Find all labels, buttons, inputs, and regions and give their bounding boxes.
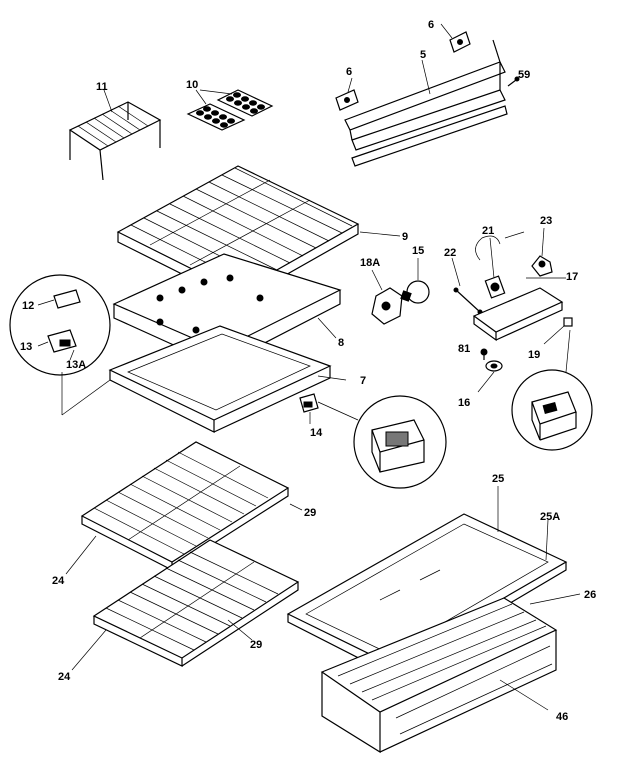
- part-bulb-15: [400, 258, 430, 304]
- callout-13: 13: [20, 341, 32, 353]
- part-rod-22: [451, 257, 483, 315]
- part-egg-trays-10: [186, 89, 274, 131]
- callout-5: 5: [420, 49, 426, 61]
- callout-22: 22: [444, 247, 456, 259]
- part-shelf-29-lower: [71, 539, 300, 671]
- part-trim-5: [344, 39, 508, 167]
- part-clip-19: [543, 317, 573, 345]
- part-housing-17: [472, 277, 566, 342]
- callout-6-mid: 6: [346, 66, 352, 78]
- part-shelf-29-upper: [65, 441, 303, 575]
- part-screw-59: [507, 76, 520, 87]
- part-cover-25: [286, 486, 568, 675]
- callout-14: 14: [310, 427, 323, 439]
- part-bracket-6-upper: [440, 23, 471, 53]
- callout-18A: 18A: [360, 257, 380, 269]
- callout-26: 26: [584, 589, 596, 601]
- callout-11: 11: [96, 81, 108, 93]
- part-rack-11: [68, 89, 162, 181]
- callout-24-upper: 24: [52, 575, 65, 587]
- callout-21: 21: [482, 225, 494, 237]
- part-frame-7: [108, 325, 347, 433]
- callout-81: 81: [458, 343, 470, 355]
- callout-15: 15: [412, 245, 424, 257]
- part-screw-81: [480, 348, 488, 360]
- part-drawer-46: [320, 593, 581, 754]
- callout-8: 8: [338, 337, 344, 349]
- callout-59: 59: [518, 69, 530, 81]
- callout-17: 17: [566, 271, 578, 283]
- callout-29-upper: 29: [304, 507, 316, 519]
- callout-13A: 13A: [66, 359, 86, 371]
- callout-24-lower: 24: [58, 671, 71, 683]
- part-switch-21: [475, 231, 525, 299]
- callout-23: 23: [540, 215, 552, 227]
- part-clip-14: [299, 393, 359, 424]
- inset-detail-19: [511, 329, 593, 451]
- callout-25A: 25A: [540, 511, 560, 523]
- inset-detail-12-13: [9, 274, 111, 416]
- callout-9: 9: [402, 231, 408, 243]
- callout-25: 25: [492, 473, 504, 485]
- callout-labels: 11 10 6 5 6 59 9 18A 15 21 23 22 17 12 1…: [20, 19, 596, 723]
- callout-7: 7: [360, 375, 366, 387]
- callout-10: 10: [186, 79, 198, 91]
- inset-detail-14: [353, 395, 447, 489]
- part-bracket-6-lower: [335, 77, 359, 111]
- callout-19: 19: [528, 349, 540, 361]
- callout-6-top: 6: [428, 19, 434, 31]
- part-washer-16: [477, 360, 503, 393]
- callout-16: 16: [458, 397, 470, 409]
- part-knob-23: [531, 227, 553, 277]
- callout-46: 46: [556, 711, 568, 723]
- callout-12: 12: [22, 300, 34, 312]
- part-socket-18A: [371, 269, 403, 325]
- callout-29-lower: 29: [250, 639, 262, 651]
